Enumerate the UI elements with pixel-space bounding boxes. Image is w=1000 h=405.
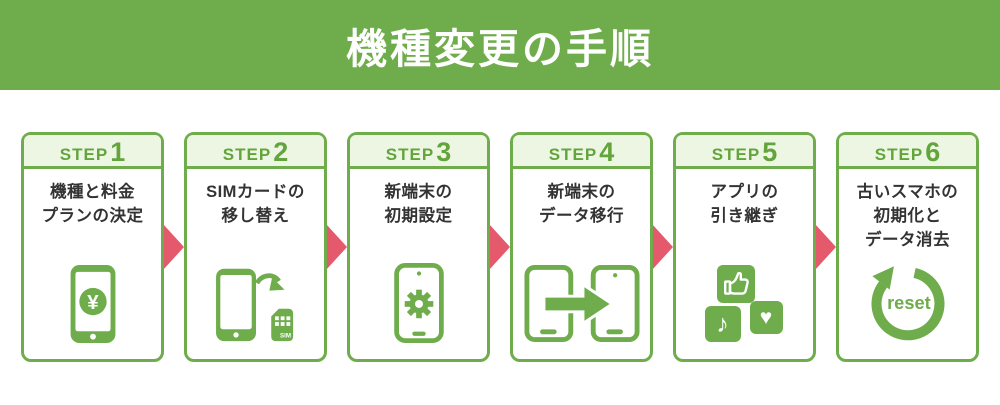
next-step-arrow [325, 224, 347, 270]
music-note-glyph: ♪ [716, 309, 729, 338]
sim-transfer-icon: SIM [214, 265, 298, 343]
step-description: 古いスマホの初期化とデータ消去 [839, 180, 976, 252]
step-label: STEP [222, 145, 272, 164]
step-description-line: SIMカードの [206, 183, 305, 201]
next-step-arrow [814, 224, 836, 270]
step-description-line: 初期化と [873, 207, 942, 225]
step-description-line: 初期設定 [384, 207, 453, 225]
arrow-triangle-icon [488, 224, 510, 270]
step-description: SIMカードの移し替え [187, 180, 324, 228]
title-banner: 機種変更の手順 [0, 0, 1000, 90]
step-icon-area [350, 251, 487, 343]
step-icon-area [513, 251, 650, 343]
step-description-line: 古いスマホの [856, 183, 959, 201]
music-note-app-icon: ♪ [704, 306, 741, 342]
step-label: STEP [711, 145, 761, 164]
phone-setup-icon [393, 263, 445, 343]
step-number: 5 [762, 137, 778, 167]
step-description-line: プランの決定 [41, 207, 144, 225]
step-description: 新端末の初期設定 [350, 180, 487, 228]
step-description-line: データ消去 [865, 231, 950, 249]
next-step-arrow [162, 224, 184, 270]
heart-glyph: ♥ [759, 305, 773, 329]
step-description-line: 新端末の [547, 183, 616, 201]
next-step-arrow [651, 224, 673, 270]
heart-app-icon: ♥ [749, 301, 783, 334]
step-number: 6 [925, 137, 941, 167]
arrow-triangle-icon [325, 224, 347, 270]
arrow-triangle-icon [814, 224, 836, 270]
next-step-arrow [488, 224, 510, 270]
step-description-line: 新端末の [384, 183, 453, 201]
app-handover-icon: ♪ ♥ [704, 265, 786, 343]
reset-icon: reset [858, 259, 958, 343]
arrow-triangle-icon [162, 224, 184, 270]
step-description-line: 移し替え [221, 207, 290, 225]
step-description-line: 引き継ぎ [710, 207, 779, 225]
step-label: STEP [548, 145, 598, 164]
step-label: STEP [385, 145, 435, 164]
svg-text:SIM: SIM [279, 332, 290, 339]
step-icon-area: reset [839, 251, 976, 343]
step-icon-area: ¥ [24, 251, 161, 343]
step-description: 機種と料金プランの決定 [24, 180, 161, 228]
step-description: アプリの引き継ぎ [676, 180, 813, 228]
step-number: 1 [110, 137, 126, 167]
data-transfer-icon [523, 265, 640, 343]
step-description-line: データ移行 [539, 207, 624, 225]
svg-text:¥: ¥ [87, 291, 99, 314]
step-description-line: アプリの [710, 183, 779, 201]
svg-text:reset: reset [887, 292, 931, 313]
thumbs-up-app-icon [716, 265, 755, 303]
step-label: STEP [59, 145, 109, 164]
arrow-triangle-icon [651, 224, 673, 270]
phone-yen-icon: ¥ [70, 265, 116, 343]
page-title: 機種変更の手順 [346, 26, 654, 72]
step-icon-area: SIM [187, 251, 324, 343]
step-description: 新端末のデータ移行 [513, 180, 650, 228]
step-description-line: 機種と料金 [50, 183, 135, 201]
step-number: 2 [273, 137, 289, 167]
step-icon-area: ♪ ♥ [676, 251, 813, 343]
step-label: STEP [874, 145, 924, 164]
step-number: 3 [436, 137, 452, 167]
step-number: 4 [599, 137, 615, 167]
